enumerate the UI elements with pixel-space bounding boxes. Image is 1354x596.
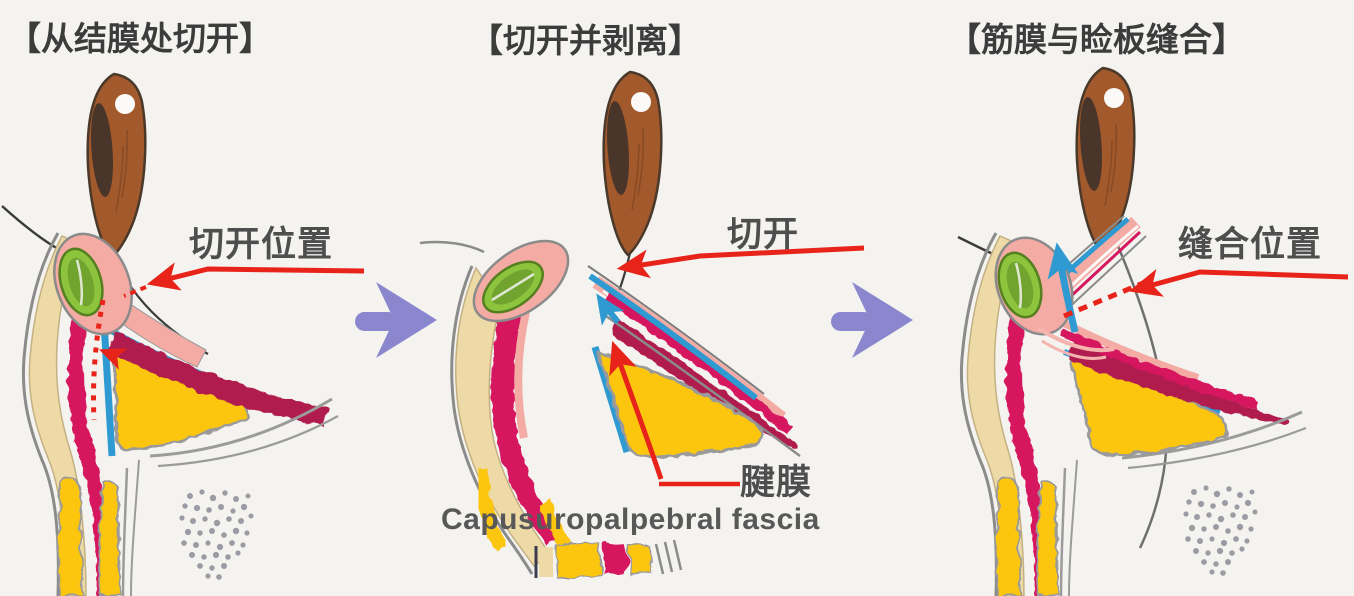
muscle-band (1068, 342, 1290, 425)
panel-1-title: 【从结膜处切开】 (8, 20, 272, 57)
fascia-direction-arrow (596, 293, 625, 326)
muscle-band (1060, 327, 1260, 410)
transition-arrow-icon (831, 282, 913, 358)
stipple-texture (1183, 485, 1258, 576)
septum-line (149, 397, 333, 458)
fascia-line (591, 345, 631, 454)
fascia-line (100, 321, 116, 457)
incision-dotted-line (90, 299, 106, 421)
stipple-texture (179, 489, 254, 580)
lash-line (1, 205, 61, 252)
incision-label: 切开 (727, 215, 800, 254)
lash-line (419, 240, 485, 254)
cut-edge-strip (534, 539, 683, 580)
suture-position-label: 缝合位置 (1178, 225, 1323, 264)
eyeball (602, 70, 663, 257)
fascia-advancement-arrow (1047, 242, 1079, 333)
aponeurosis-label: 腱膜 (740, 463, 813, 502)
incision-position-arrow (146, 262, 365, 291)
septum-line (1121, 410, 1303, 460)
panel-1-illustration (1, 72, 365, 596)
panel-2-title: 【切开并剥离】 (470, 22, 701, 59)
panel-3-illustration (957, 66, 1349, 596)
septum-line (157, 415, 339, 468)
muscle-band (108, 330, 330, 425)
septum-line (1127, 426, 1307, 470)
eyeball (86, 72, 147, 259)
suture-dashed-line (1063, 278, 1149, 319)
orbital-fat (595, 349, 764, 459)
muscle-layer (491, 302, 562, 546)
aponeurosis-arrow (609, 340, 664, 480)
small-red-arrow (98, 348, 128, 370)
suture-position-arrow (1128, 268, 1349, 297)
panel-2-illustration (419, 70, 865, 580)
fat-pocket (474, 467, 509, 552)
transition-arrow-icon (355, 282, 437, 358)
incision-position-label: 切开位置 (189, 225, 334, 264)
dissected-layer-band (587, 265, 801, 458)
capsulopalpebral-fascia-label: Capusuropalpebral fascia (441, 503, 820, 536)
panel-3-title: 【筋膜与睑板缝合】 (948, 21, 1245, 58)
incision-arrow (616, 245, 865, 279)
